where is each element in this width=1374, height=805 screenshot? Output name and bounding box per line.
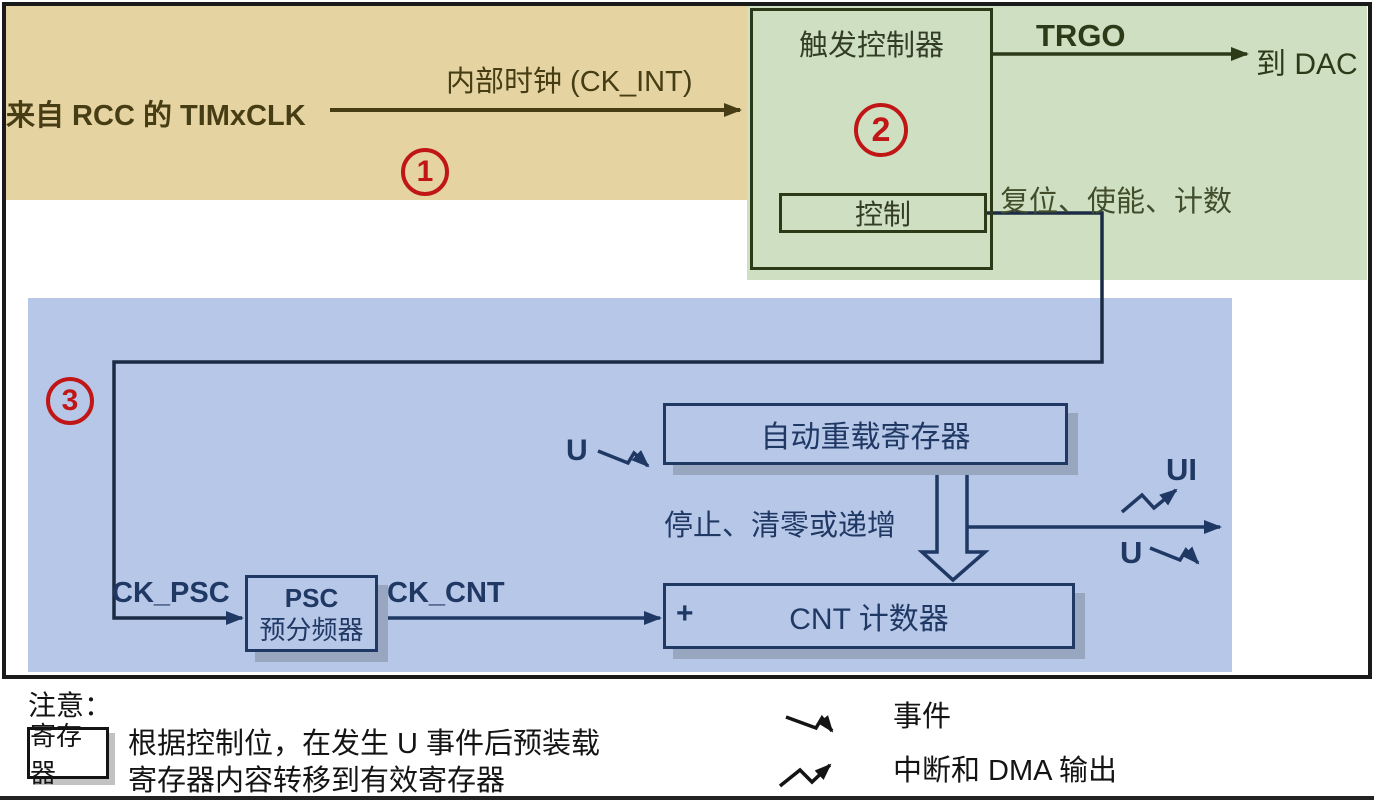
u-event-label: U [566,434,588,467]
badge-3: 3 [46,377,94,425]
control-to-psc-wire [112,211,1104,625]
ck-psc-label: CK_PSC [112,577,230,609]
badge-1: 1 [401,148,449,196]
bottom-divider [0,796,1374,800]
clock-source-region [6,6,747,200]
ui-label: UI [1166,452,1197,487]
legend-event-label: 事件 [893,701,952,733]
internal-clock-label: 内部时钟 (CK_INT) [446,66,693,98]
to-dac-label: 到 DAC [1256,48,1358,81]
trigger-controller-box [750,8,993,270]
psc-box-line2: 预分频器 [259,614,364,645]
control-box: 控制 [779,193,987,233]
legend-event-arrow-icon [785,714,834,733]
u-output-event-arrow-icon [1149,546,1200,565]
timxclk-source-label: 来自 RCC 的 TIMxCLK [6,100,306,132]
trgo-label: TRGO [1036,18,1126,53]
note-line-1: 根据控制位，在发生 U 事件后预装载 [128,728,601,760]
counter-box: CNT 计数器 [663,583,1075,649]
note-title: 注意： [28,690,113,721]
trigger-controller-title: 触发控制器 [798,30,944,62]
auto-reload-register-box: 自动重载寄存器 [663,403,1068,465]
ui-interrupt-arrow-icon [1120,488,1178,514]
counter-plus-sign: + [676,597,694,630]
prescaler-box: PSC 预分频器 [245,575,378,652]
note-line-2: 寄存器内容转移到有效寄存器 [128,765,506,797]
u-event-arrow-icon [597,449,650,468]
psc-box-line1: PSC [284,582,339,613]
legend-interrupt-label: 中断和 DMA 输出 [893,755,1117,787]
trigger-controller-region [747,6,1367,280]
register-legend-box: 寄存器 [27,721,109,788]
arr-to-cnt-block-arrow [917,466,990,583]
legend-interrupt-arrow-icon [778,763,832,788]
badge-2: 2 [854,103,908,157]
ck-cnt-label: CK_CNT [387,577,505,609]
stop-clear-increment-label: 停止、清零或递增 [664,510,897,542]
u-output-label: U [1120,535,1143,570]
reset-enable-count-label: 复位、使能、计数 [1000,186,1233,218]
